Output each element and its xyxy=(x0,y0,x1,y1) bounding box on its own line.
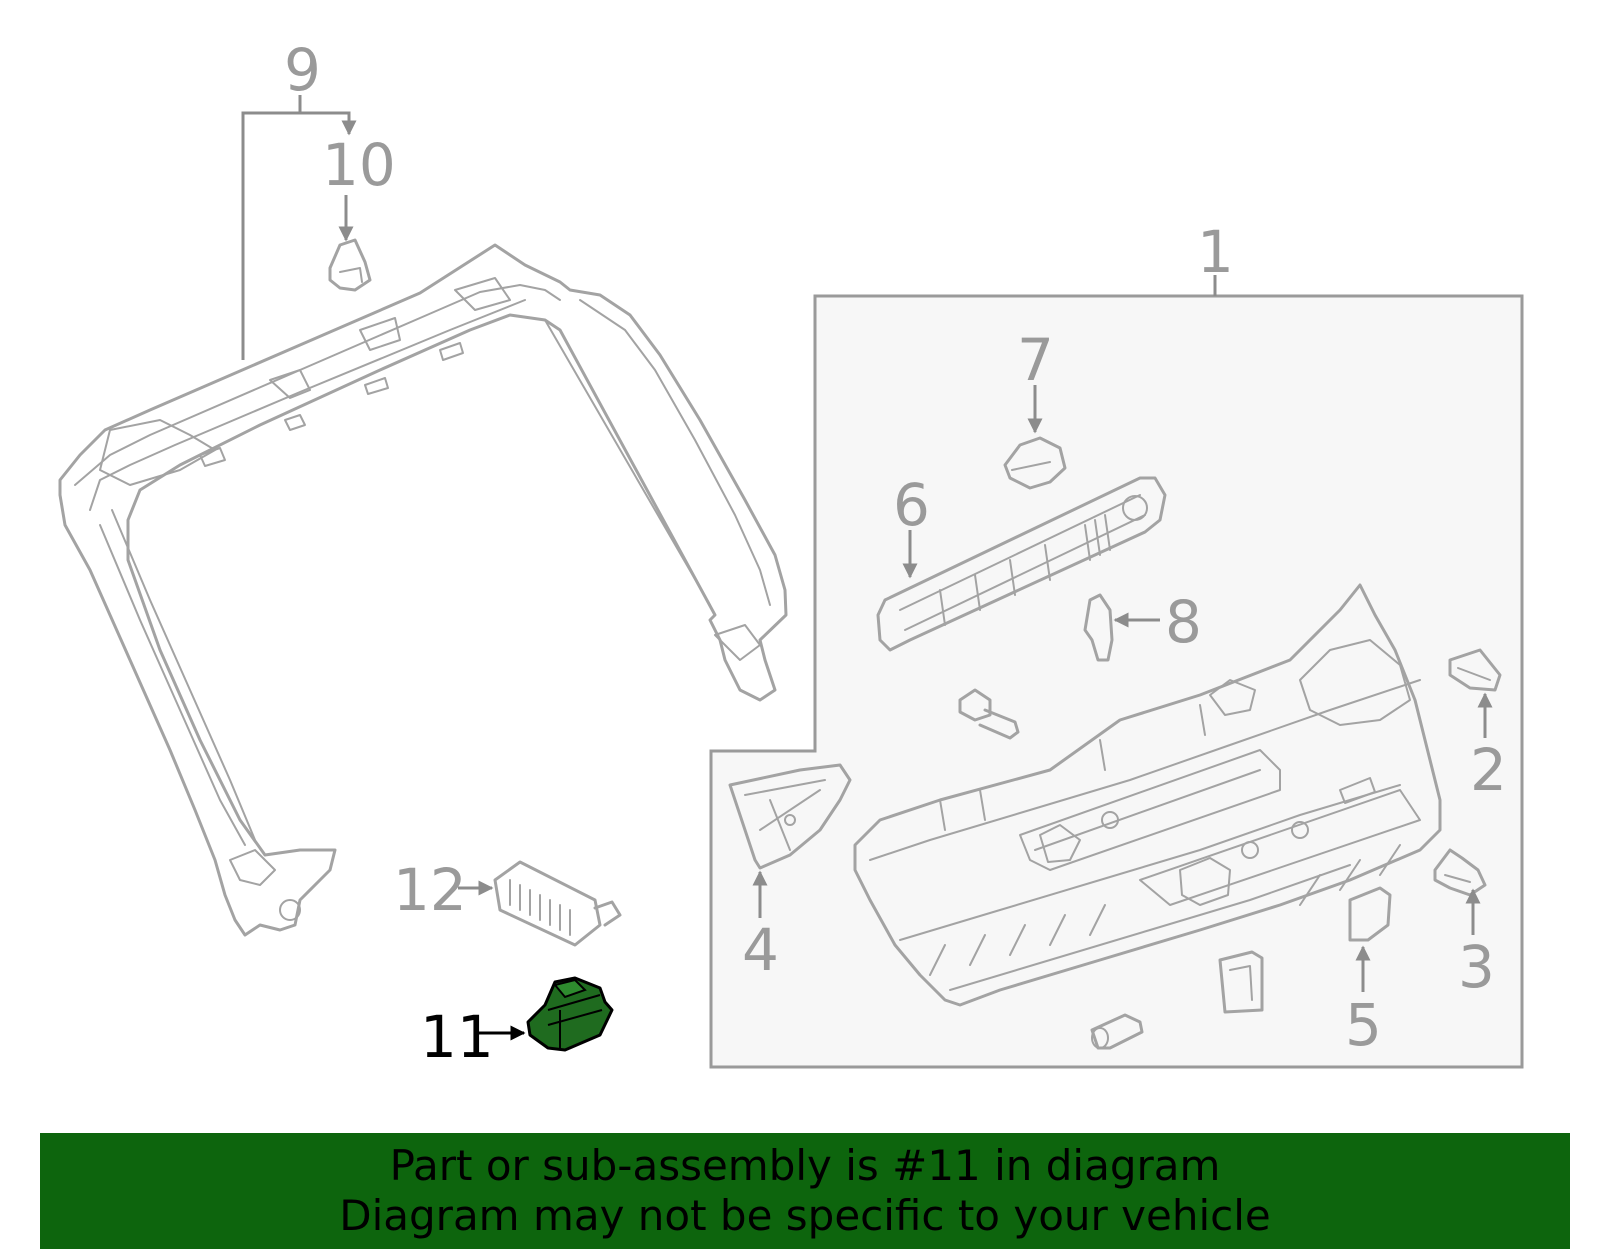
callout-6: 6 xyxy=(893,471,930,539)
small-bracket xyxy=(1218,950,1264,1014)
banner-line-2: Diagram may not be specific to your vehi… xyxy=(339,1191,1271,1240)
callout-10: 10 xyxy=(322,131,396,199)
callout-4: 4 xyxy=(742,916,779,984)
part-7-clip xyxy=(1003,436,1067,490)
callout-7: 7 xyxy=(1017,326,1054,394)
callout-8: 8 xyxy=(1165,588,1202,656)
part-9-frame-trim xyxy=(58,243,788,937)
small-plug xyxy=(1090,1013,1144,1050)
part-1-liftgate-panel xyxy=(853,583,1442,1007)
part-8-clip xyxy=(1083,593,1114,662)
callout-12: 12 xyxy=(393,856,467,924)
part-11-highlighted xyxy=(526,976,614,1052)
callout-9: 9 xyxy=(284,36,321,104)
banner-line-1: Part or sub-assembly is #11 in diagram xyxy=(389,1141,1221,1190)
part-4-corner-trim xyxy=(728,763,852,870)
part-3-clip xyxy=(1433,848,1487,897)
part-6-handle-trim xyxy=(876,476,1167,652)
callout-2: 2 xyxy=(1470,736,1507,804)
part-5-cover xyxy=(1348,886,1392,942)
bolt xyxy=(958,688,1020,740)
part-12-lamp xyxy=(493,860,622,947)
assembly-1-box xyxy=(709,275,1524,1069)
leaders xyxy=(241,95,1493,1041)
info-banner: Part or sub-assembly is #11 in diagram D… xyxy=(40,1133,1570,1249)
callout-5: 5 xyxy=(1345,991,1382,1059)
callout-3: 3 xyxy=(1458,933,1495,1001)
callout-1: 1 xyxy=(1197,218,1234,286)
callout-11: 11 xyxy=(420,1003,494,1071)
part-10-clip xyxy=(328,238,372,292)
part-2-clip xyxy=(1448,648,1502,692)
